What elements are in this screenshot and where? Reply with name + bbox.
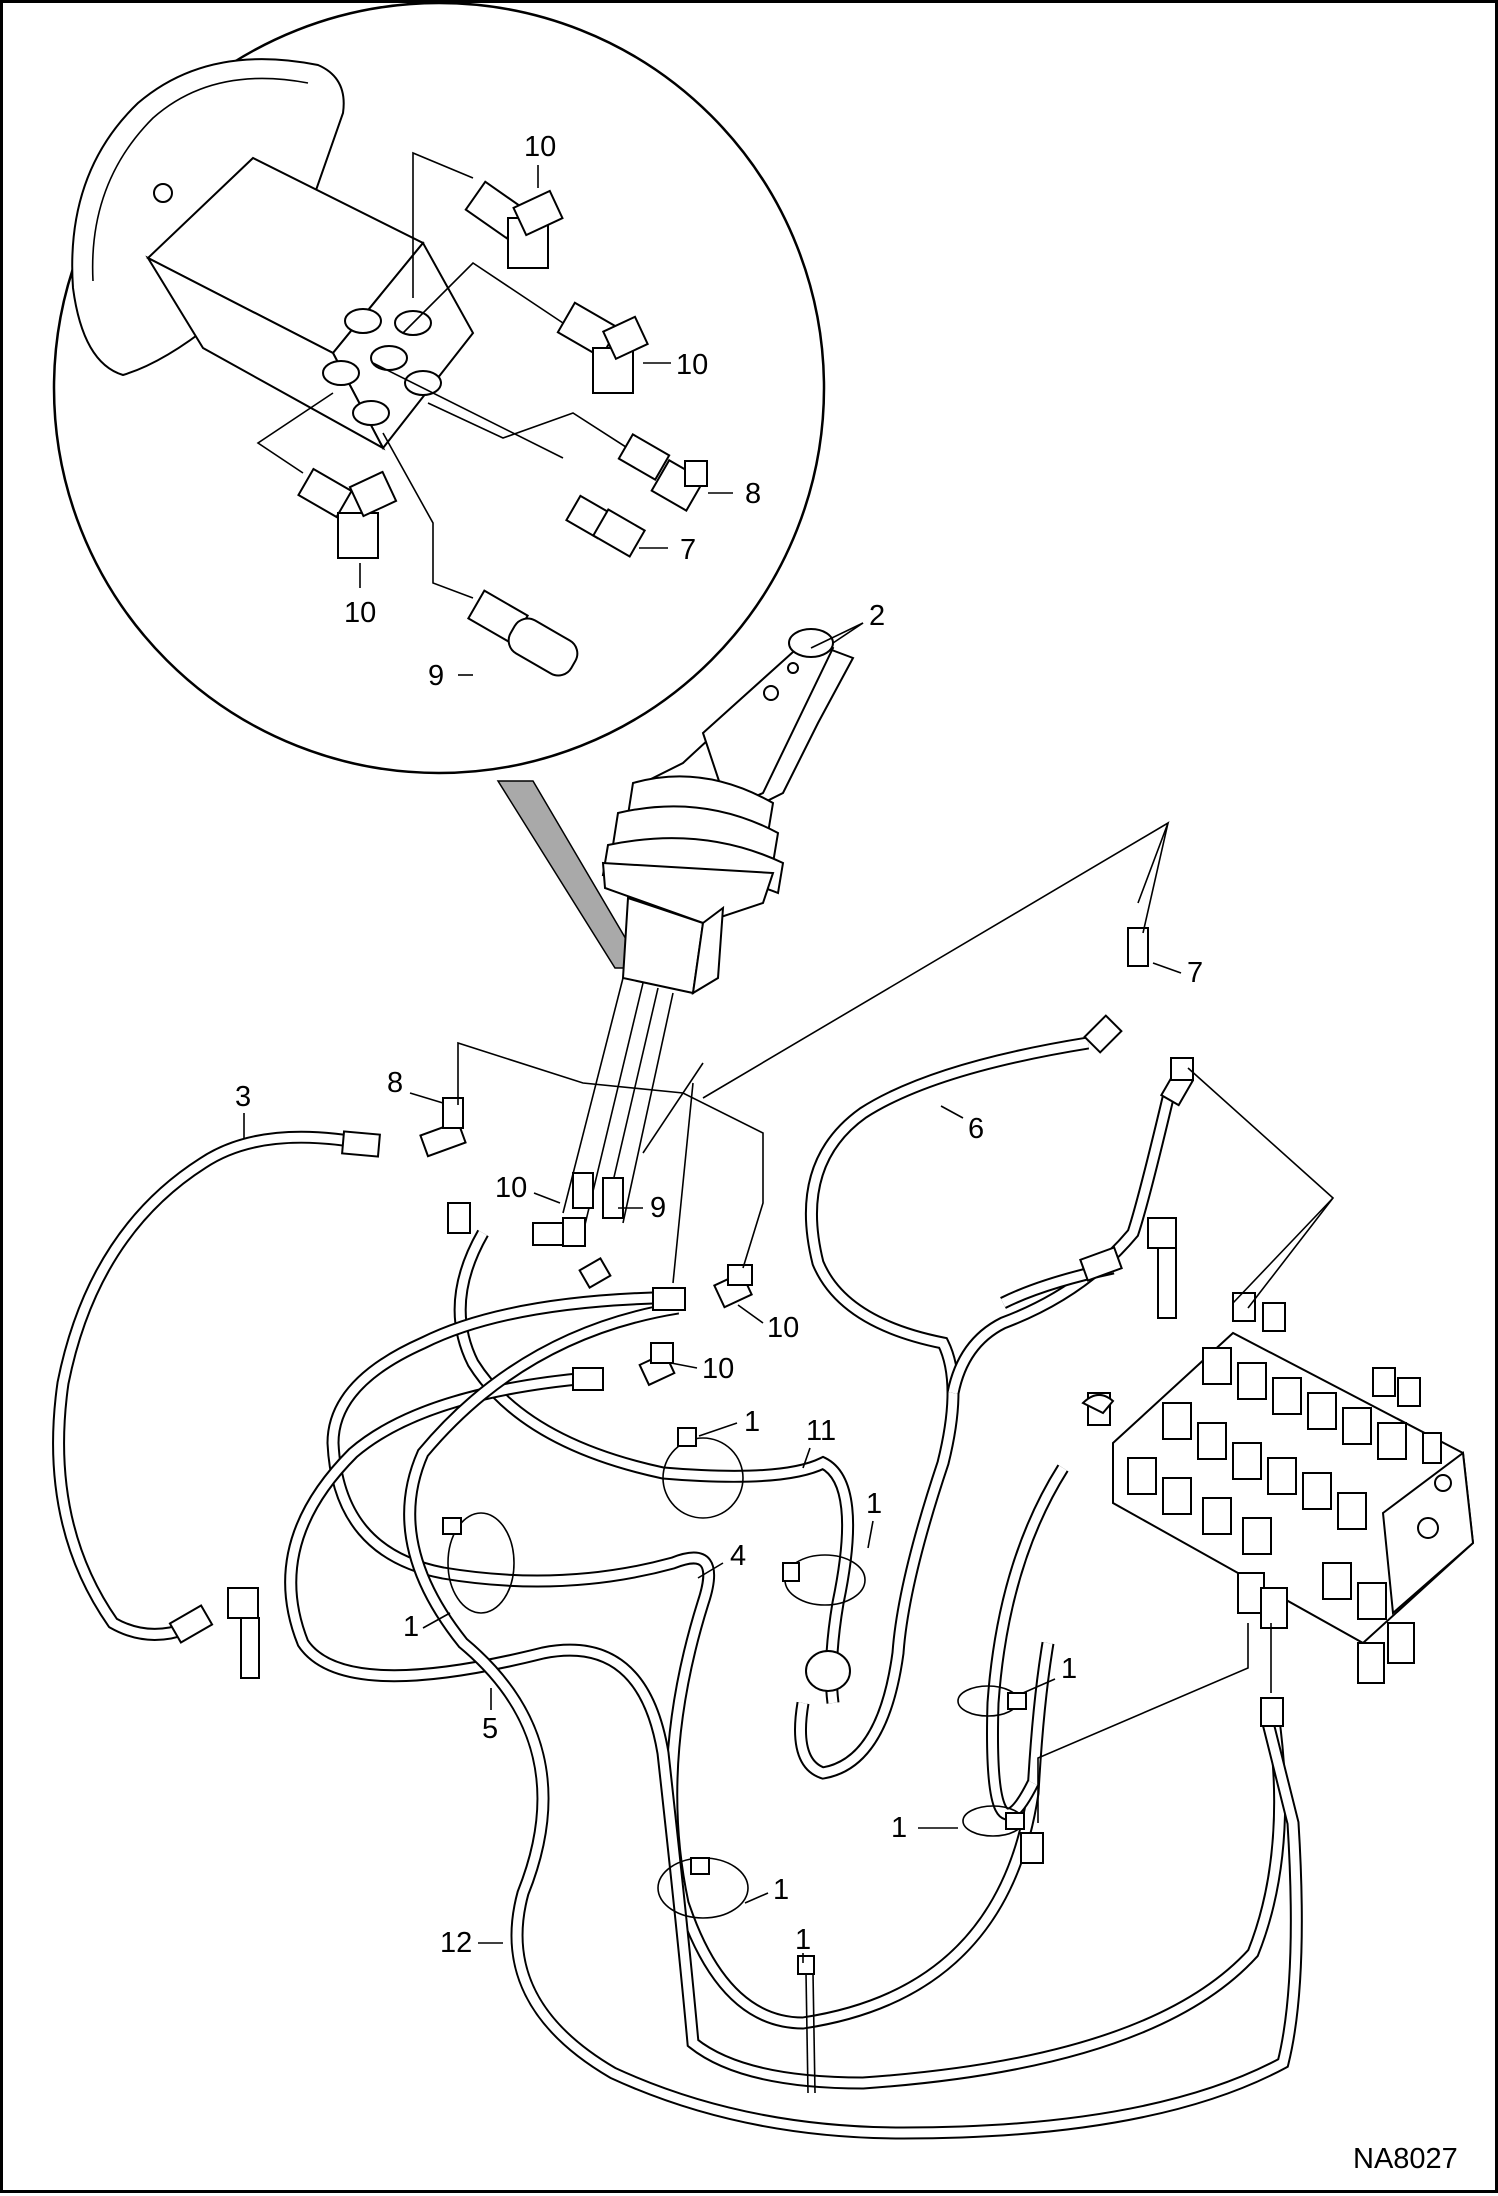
detail-inset [52,3,826,969]
callout-9-detail: 9 [428,660,444,692]
callout-6: 6 [968,1113,984,1145]
straight-fitting-7 [565,494,647,558]
callout-4: 4 [730,1540,746,1572]
callout-7: 7 [1187,957,1203,989]
pilot-valve-body [145,156,475,451]
callout-1-g: 1 [795,1924,811,1956]
hose-assemblies [52,1036,1303,2140]
valve-spool-fittings [1081,1292,1442,1684]
elbow-fitting-10-top [464,180,564,269]
callout-2: 2 [869,600,885,632]
main-control-valve [1081,1292,1475,1684]
callout-1-e: 1 [891,1812,907,1844]
joystick-control [562,622,864,1234]
callout-10-detail-top: 10 [524,131,556,163]
callout-10-c: 10 [702,1353,734,1385]
callout-3: 3 [235,1081,251,1113]
callout-12: 12 [440,1927,472,1959]
exploded-view-diagram: 10 10 8 7 10 9 2 7 6 8 3 10 9 10 10 1 11… [52,3,1475,2175]
callout-labels: 10 10 8 7 10 9 2 7 6 8 3 10 9 10 10 1 11… [235,131,1203,1963]
callout-8: 8 [387,1067,403,1099]
callout-1-c: 1 [403,1611,419,1643]
callout-1-f: 1 [773,1874,789,1906]
callout-10-detail-low: 10 [344,597,376,629]
drawing-code: NA8027 [1353,2143,1458,2175]
straight-fitting-9 [466,589,579,677]
detail-leaders [256,151,644,599]
callout-10-detail-right: 10 [676,349,708,381]
callout-leader-lines [457,821,1335,1823]
hose-fittings [168,927,1284,1864]
callout-10-a: 10 [495,1172,527,1204]
callout-7-detail: 7 [680,534,696,566]
cable-ties [442,1427,1027,2094]
callout-9: 9 [650,1192,666,1224]
callout-8-detail: 8 [745,478,761,510]
elbow-fitting-10-low [297,467,398,559]
callout-10-b: 10 [767,1312,799,1344]
callout-5: 5 [482,1713,498,1745]
callout-1-d: 1 [1061,1653,1077,1685]
elbow-fitting-10-mid [556,301,649,394]
callout-1-a: 1 [744,1406,760,1438]
detail-callout-leaders [359,165,733,676]
callout-1-b: 1 [866,1488,882,1520]
callout-11: 11 [806,1415,836,1447]
elbow-fitting-8 [617,433,708,512]
